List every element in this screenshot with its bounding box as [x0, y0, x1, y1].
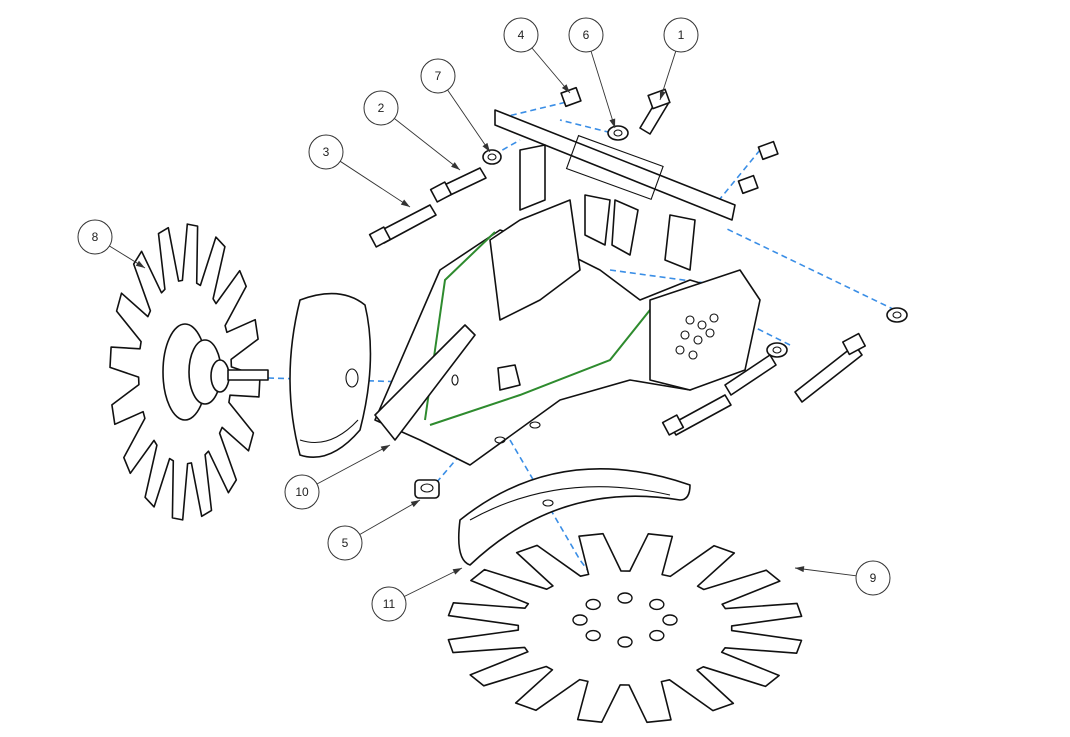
callout-label: 9	[870, 571, 877, 585]
callout-label: 2	[378, 101, 385, 115]
callout-7: 7	[420, 58, 491, 153]
wheel-bolt	[649, 629, 665, 642]
wheel-bolt	[662, 614, 678, 626]
callout-1: 1	[659, 17, 699, 101]
callout-5: 5	[327, 499, 421, 561]
callout-label: 3	[323, 145, 330, 159]
callout-label: 10	[295, 485, 309, 499]
callout-label: 8	[92, 230, 99, 244]
callout-circle	[363, 90, 399, 126]
callout-circle	[568, 17, 604, 53]
arrowhead-icon	[400, 199, 410, 207]
callout-11: 11	[371, 567, 463, 622]
lower-shield-disc	[457, 468, 691, 566]
callout-label: 11	[383, 597, 396, 611]
callout-4: 4	[503, 17, 571, 94]
wheel-bolt	[572, 614, 588, 626]
leader-line	[404, 567, 463, 597]
callout-6: 6	[568, 17, 616, 129]
wheel-bolt	[585, 629, 601, 642]
callout-circle	[371, 586, 407, 622]
callout-circle	[420, 58, 456, 94]
callout-3: 3	[308, 134, 411, 208]
leader-line	[447, 89, 491, 153]
fasteners	[368, 86, 908, 499]
left-notched-wheel	[109, 223, 269, 521]
callout-circle	[308, 134, 344, 170]
wheel-bolt	[617, 592, 633, 604]
left-shield-disc	[289, 292, 372, 459]
arrowhead-icon	[452, 568, 462, 575]
callouts: 1 2 3 4 5 6 7 8 9 10 11	[77, 17, 891, 622]
leader-line	[794, 567, 857, 577]
callout-label: 7	[435, 69, 442, 83]
leader-line	[339, 160, 411, 208]
leader-line	[590, 51, 616, 129]
arrowhead-icon	[410, 500, 420, 508]
leader-line	[316, 444, 391, 485]
callout-circle	[327, 525, 363, 561]
wheel-bolt	[649, 598, 665, 611]
arrowhead-icon	[482, 142, 490, 152]
callout-8: 8	[77, 219, 146, 269]
arrowhead-icon	[451, 162, 460, 170]
arrowhead-icon	[380, 445, 390, 452]
callout-circle	[503, 17, 539, 53]
leader-line	[531, 47, 571, 94]
callout-circle	[663, 17, 699, 53]
bottom-notched-wheel	[447, 532, 803, 724]
arrowhead-icon	[609, 118, 616, 128]
callout-circle	[855, 560, 891, 596]
leader-line	[359, 499, 421, 535]
arrowhead-icon	[659, 90, 666, 100]
callout-circle	[284, 474, 320, 510]
callout-label: 1	[678, 28, 685, 42]
arrowhead-icon	[135, 260, 145, 268]
wheel-bolt	[617, 636, 633, 648]
arrowhead-icon	[561, 84, 570, 93]
leader-line	[394, 118, 461, 171]
wheel-bolt	[585, 598, 601, 611]
main-frame-bracket	[374, 109, 761, 466]
callout-label: 4	[518, 28, 525, 42]
callout-label: 5	[342, 536, 349, 550]
callout-label: 6	[583, 28, 590, 42]
callout-10: 10	[284, 444, 391, 510]
callout-2: 2	[363, 90, 461, 171]
arrowhead-icon	[795, 566, 805, 573]
callout-circle	[77, 219, 113, 255]
callout-9: 9	[794, 560, 891, 596]
